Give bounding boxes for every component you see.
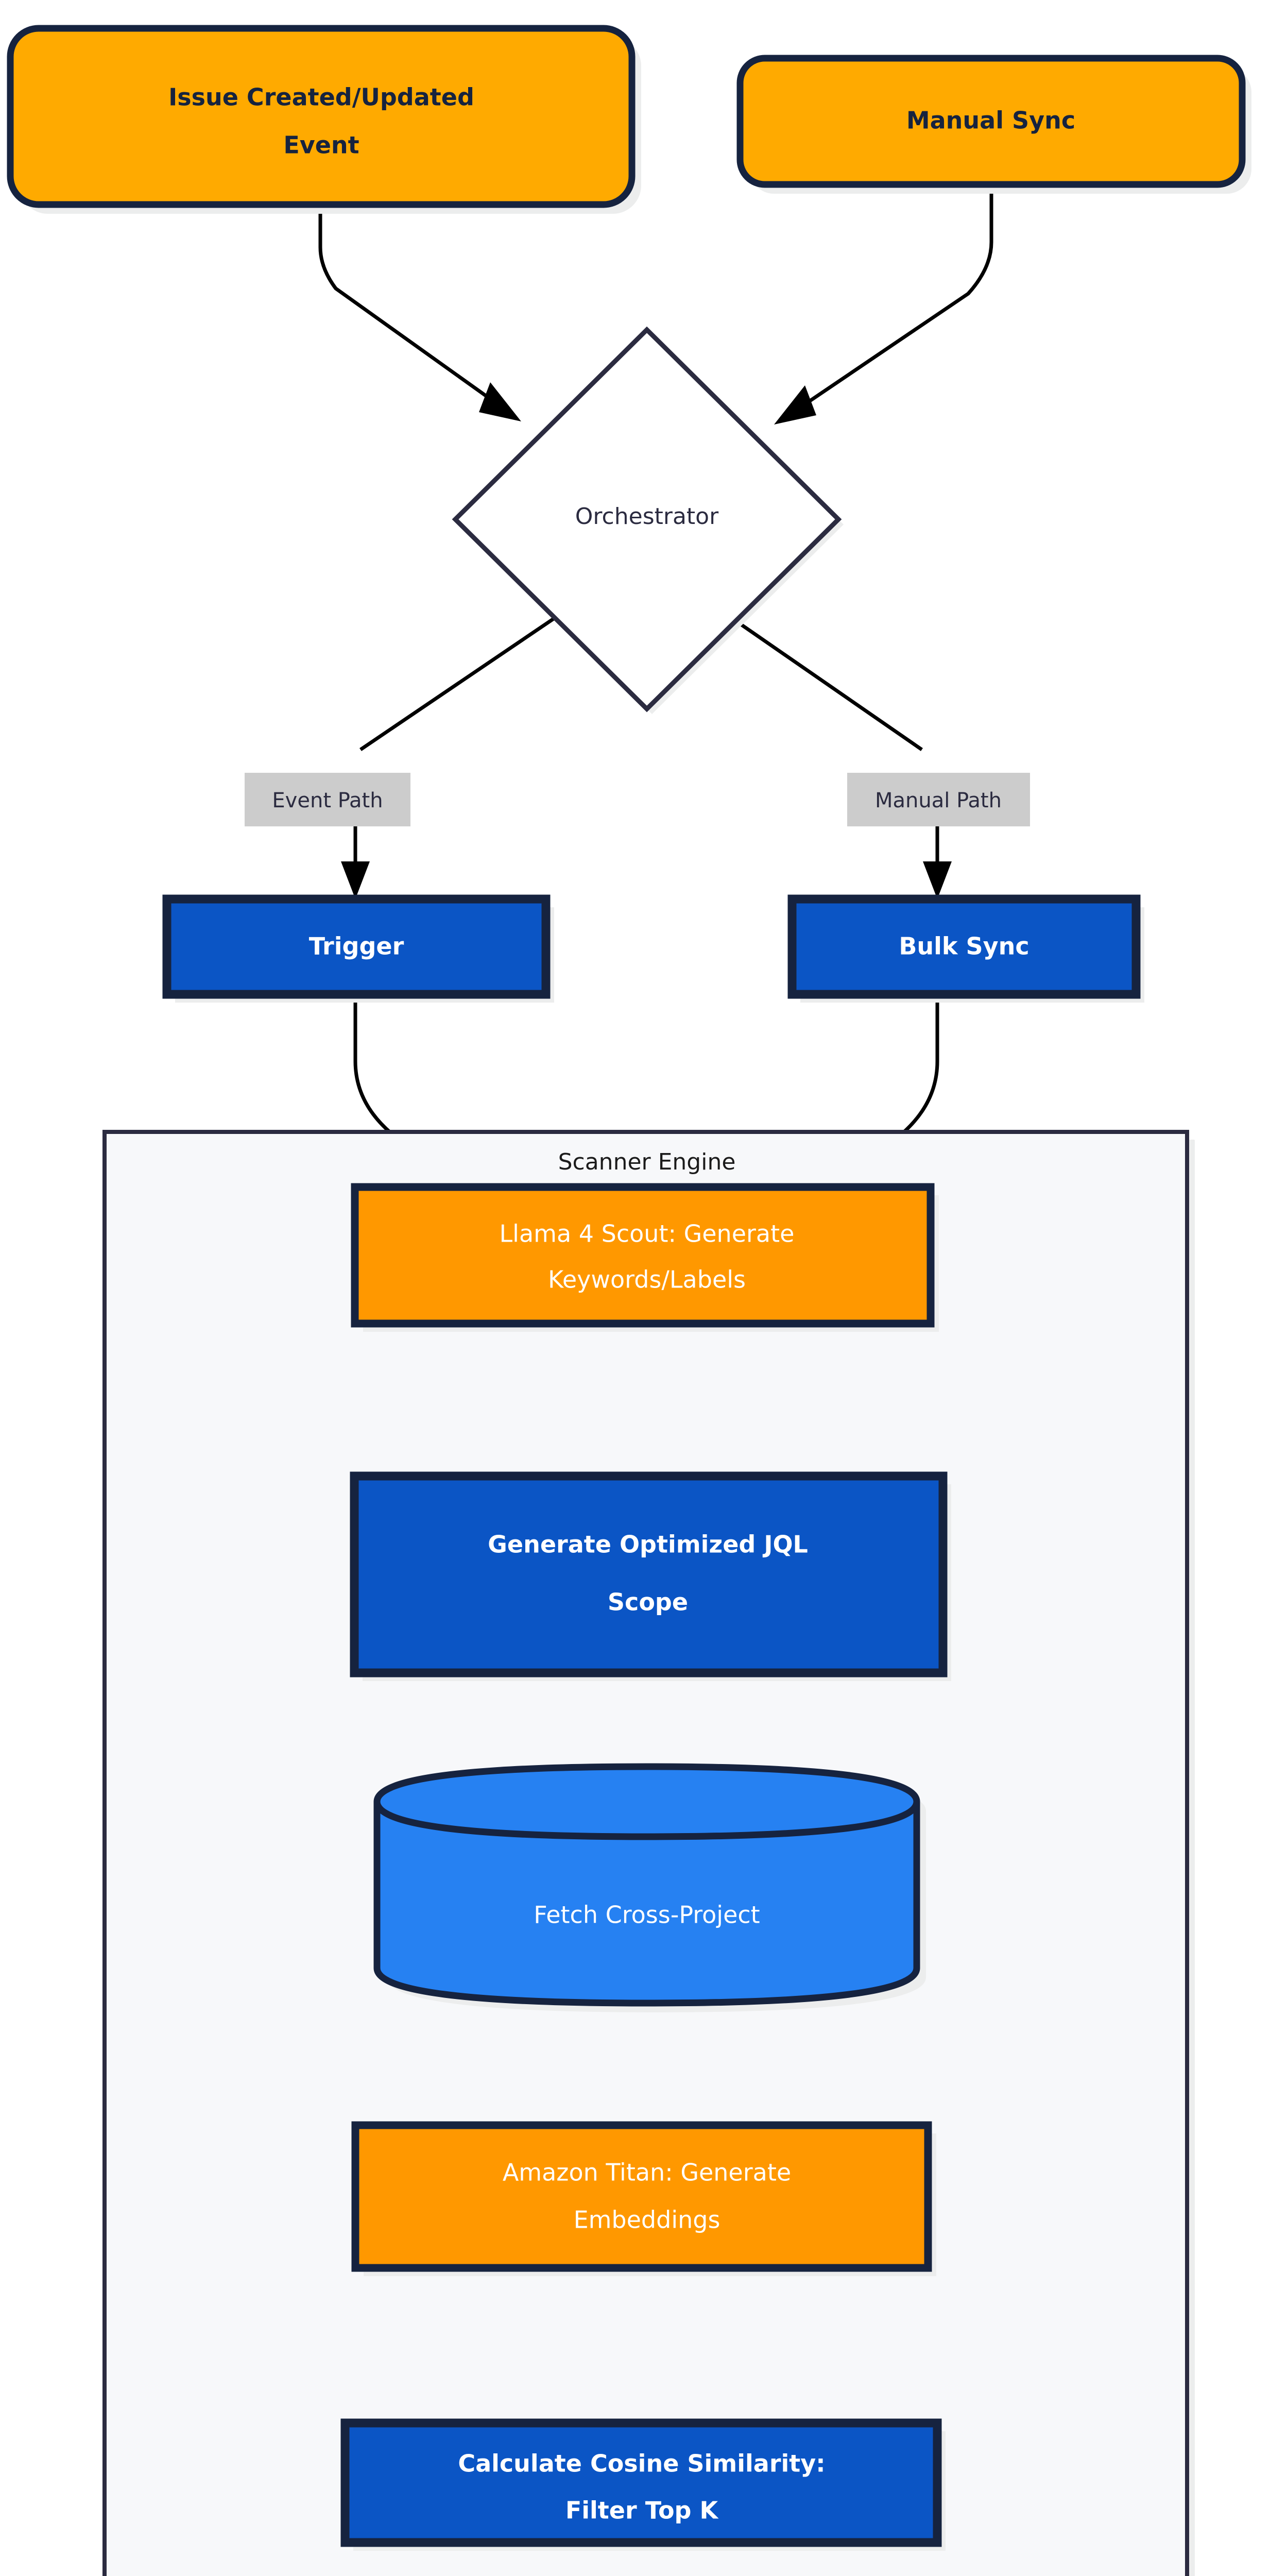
jql-shape[interactable] bbox=[350, 1471, 948, 1677]
titan-label-line2: Embeddings bbox=[574, 2206, 720, 2234]
jql-label-line1: Generate Optimized JQL bbox=[488, 1531, 808, 1558]
issue-event-shape[interactable] bbox=[7, 25, 636, 208]
manual-sync-label: Manual Sync bbox=[906, 107, 1075, 134]
edge-manual-sync-to-orchestrator bbox=[800, 185, 993, 409]
cosine-label-line2: Filter Top K bbox=[565, 2497, 719, 2524]
node-fetch-cross-project[interactable]: Fetch Cross-Project bbox=[373, 1763, 926, 2012]
edge-bulk-sync-to-keywords bbox=[849, 995, 939, 1171]
node-bulk-sync[interactable]: Bulk Sync bbox=[787, 894, 1144, 1003]
keywords-label-line2: Keywords/Labels bbox=[548, 1266, 746, 1294]
manual-path-label-text: Manual Path bbox=[875, 789, 1002, 812]
bulk-sync-label: Bulk Sync bbox=[899, 933, 1029, 960]
node-generate-optimized-jql-scope[interactable]: Generate Optimized JQL Scope bbox=[350, 1471, 951, 1681]
manual-path-label-bg bbox=[847, 773, 1030, 826]
trigger-shape[interactable] bbox=[162, 894, 551, 999]
trigger-label: Trigger bbox=[309, 933, 404, 960]
event-path-label-text: Event Path bbox=[272, 789, 383, 812]
node-amazon-titan-generate-embeddings[interactable]: Amazon Titan: Generate Embeddings bbox=[351, 2121, 936, 2276]
cosine-shape[interactable] bbox=[340, 2418, 942, 2547]
edge-issue-event-to-orchestrator bbox=[318, 206, 496, 403]
node-trigger[interactable]: Trigger bbox=[162, 894, 554, 1003]
titan-label-line1: Amazon Titan: Generate bbox=[503, 2159, 791, 2187]
edge-label-manual-path: Manual Path bbox=[847, 773, 1030, 826]
edge-label-event-path: Event Path bbox=[245, 773, 410, 826]
keywords-shape[interactable] bbox=[351, 1183, 935, 1328]
fetch-cylinder-top-ellipse bbox=[373, 1801, 920, 1840]
cosine-label-line1: Calculate Cosine Similarity: bbox=[458, 2450, 825, 2478]
arrowhead-orchestrator-to-trigger bbox=[341, 861, 370, 899]
node-issue-created-updated-event[interactable]: Issue Created/Updated Event bbox=[7, 25, 641, 214]
jql-label-line2: Scope bbox=[608, 1588, 688, 1616]
node-llama-generate-keywords[interactable]: Llama 4 Scout: Generate Keywords/Labels bbox=[351, 1183, 939, 1332]
issue-event-label-line2: Event bbox=[283, 131, 359, 159]
event-path-label-bg bbox=[245, 773, 410, 826]
manual-sync-shape[interactable] bbox=[736, 55, 1246, 188]
fetch-label: Fetch Cross-Project bbox=[534, 1901, 760, 1929]
arrowhead-manual-sync-to-orchestrator bbox=[774, 385, 816, 425]
titan-shape[interactable] bbox=[351, 2121, 932, 2272]
fetch-cylinder-body[interactable] bbox=[373, 1763, 920, 2007]
node-orchestrator[interactable]: Orchestrator bbox=[452, 326, 844, 714]
keywords-label-line1: Llama 4 Scout: Generate bbox=[500, 1220, 795, 1248]
arrowhead-issue-event-to-orchestrator bbox=[479, 382, 521, 421]
orchestrator-label: Orchestrator bbox=[575, 503, 719, 530]
node-calculate-cosine-similarity[interactable]: Calculate Cosine Similarity: Filter Top … bbox=[340, 2418, 946, 2551]
orchestrator-shape[interactable] bbox=[452, 326, 842, 713]
arrowhead-orchestrator-to-bulk-sync bbox=[923, 861, 952, 899]
edge-trigger-to-keywords bbox=[353, 995, 444, 1171]
issue-event-label-line1: Issue Created/Updated bbox=[168, 83, 474, 111]
bulk-sync-shape[interactable] bbox=[787, 894, 1141, 999]
subgraph-scanner-engine-label: Scanner Engine bbox=[558, 1149, 736, 1175]
node-manual-sync[interactable]: Manual Sync bbox=[736, 55, 1251, 194]
